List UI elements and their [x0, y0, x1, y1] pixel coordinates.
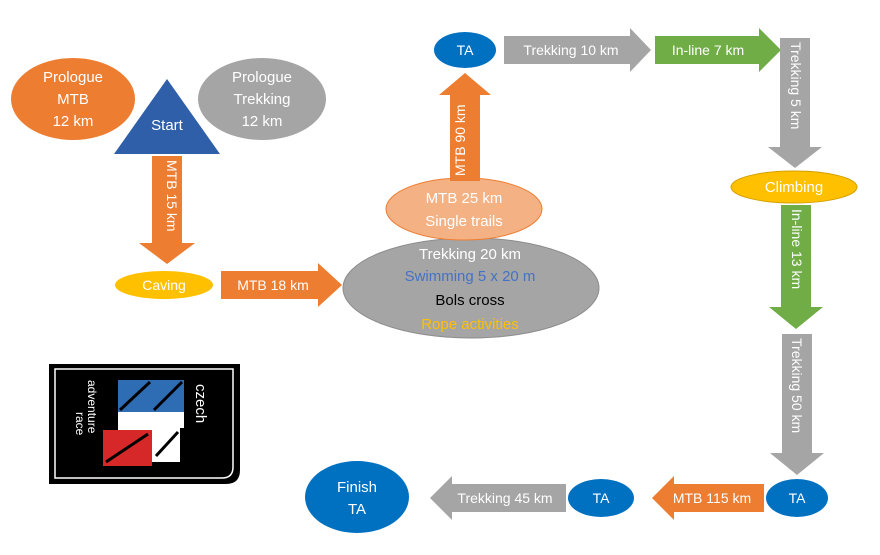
mtb18-label: MTB 18 km	[237, 277, 309, 293]
hub-trekking20: Trekking 20 km	[419, 246, 521, 263]
caving-node: Caving	[115, 271, 213, 299]
logo-word-adventure: adventure	[85, 380, 99, 434]
hub-rope-activities: Rope activities	[421, 316, 519, 333]
prologue-mtb-line2: MTB	[57, 91, 89, 108]
finish-line1: Finish	[337, 479, 377, 496]
prologue-trekking-line3: 12 km	[242, 113, 283, 130]
czar-logo: czech adventure race	[49, 364, 240, 484]
climbing-label: Climbing	[765, 179, 823, 196]
mtb115-label: MTB 115 km	[673, 490, 751, 506]
caving-label: Caving	[142, 277, 186, 293]
trek5-label: Trekking 5 km	[788, 42, 804, 129]
mtb90-label: MTB 90 km	[452, 104, 468, 176]
inline13-arrow: In-line 13 km	[769, 205, 823, 329]
prologue-trekking-line1: Prologue	[232, 69, 292, 86]
inline13-label: In-line 13 km	[789, 209, 805, 289]
ta-right-label: TA	[789, 490, 807, 506]
inline7-label: In-line 7 km	[672, 42, 744, 58]
finish-node: Finish TA	[305, 461, 409, 533]
ta-right-node: TA	[766, 479, 828, 517]
prologue-trekking-node: Prologue Trekking 12 km	[198, 58, 326, 140]
start-node: Start	[114, 79, 220, 154]
trek45-label: Trekking 45 km	[457, 490, 552, 506]
mtb90-arrow: MTB 90 km	[439, 73, 491, 181]
mtb25-node: MTB 25 km Single trails	[385, 177, 543, 241]
hub-node: Trekking 20 km Swimming 5 x 20 m Bols cr…	[342, 237, 600, 339]
trek10-label: Trekking 10 km	[523, 42, 618, 58]
prologue-mtb-line1: Prologue	[43, 69, 103, 86]
ta-bottom-node: TA	[568, 479, 634, 517]
mtb15-arrow: MTB 15 km	[139, 156, 195, 264]
logo-word-czech: czech	[192, 384, 209, 423]
ta-top-label: TA	[457, 42, 475, 58]
mtb25-line1: MTB 25 km	[426, 190, 503, 207]
mtb15-label: MTB 15 km	[164, 160, 180, 232]
mtb25-line2: Single trails	[425, 213, 503, 230]
mtb115-arrow: MTB 115 km	[652, 476, 764, 520]
inline7-arrow: In-line 7 km	[655, 28, 781, 72]
climbing-node: Climbing	[730, 170, 858, 204]
hub-swimming: Swimming 5 x 20 m	[405, 268, 536, 285]
ta-top-node: TA	[434, 32, 496, 68]
logo-word-race: race	[73, 412, 87, 436]
trek50-arrow: Trekking 50 km	[770, 334, 824, 475]
start-label: Start	[151, 117, 184, 134]
trek10-arrow: Trekking 10 km	[504, 28, 651, 72]
hub-bols-cross: Bols cross	[435, 292, 504, 309]
finish-line2: TA	[348, 501, 366, 518]
trek45-arrow: Trekking 45 km	[430, 476, 566, 520]
prologue-mtb-line3: 12 km	[53, 113, 94, 130]
ta-bottom-label: TA	[593, 490, 611, 506]
prologue-trekking-line2: Trekking	[234, 91, 291, 108]
prologue-mtb-node: Prologue MTB 12 km	[11, 58, 135, 140]
trek5-arrow: Trekking 5 km	[768, 38, 822, 168]
mtb18-arrow: MTB 18 km	[221, 263, 342, 307]
trek50-label: Trekking 50 km	[789, 338, 805, 433]
